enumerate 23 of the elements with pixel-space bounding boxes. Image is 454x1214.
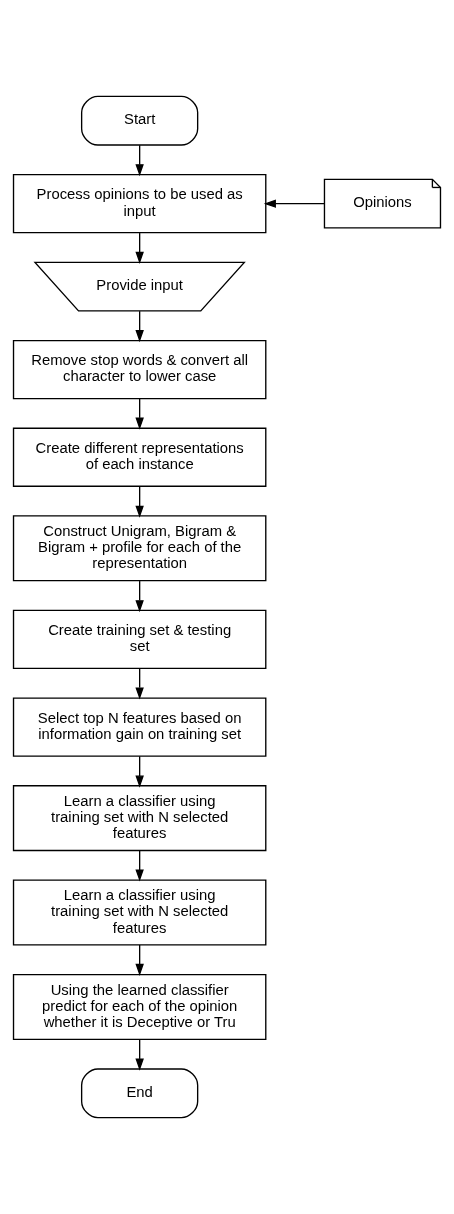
- arrow: [135, 667, 144, 700]
- arrow: [135, 580, 144, 613]
- node-box: Create different representations of each instance: [12, 427, 267, 487]
- node-box: Remove stop words & convert all character to lower case: [12, 339, 267, 400]
- node-box: Process opinions to be used as input: [12, 173, 267, 234]
- arrow: [135, 144, 144, 177]
- node-box: Select top N features based on information gain on training set: [12, 697, 267, 757]
- arrow: [263, 199, 325, 208]
- arrow: [135, 232, 144, 264]
- node-box: Create training set & testing set: [12, 609, 267, 670]
- node-box: Using the learned classifier predict for each of the opinion whether it is Deceptive or Tru: [12, 973, 267, 1041]
- arrow: [135, 849, 144, 882]
- node-box: Learn a classifier using training set with N selected features: [12, 785, 267, 852]
- node-box: End: [80, 1068, 199, 1119]
- arrow: [135, 755, 144, 788]
- arrow: [135, 398, 144, 430]
- arrow: [135, 1038, 144, 1071]
- arrow: [135, 944, 144, 977]
- node-box: Construct Unigram, Bigram & Bigram + profile for each of the representation: [12, 515, 267, 582]
- arrow: [135, 310, 144, 343]
- node-box: Start: [80, 95, 199, 146]
- arrow: [135, 485, 144, 518]
- node-box: Learn a classifier using training set with N selected features: [12, 879, 267, 946]
